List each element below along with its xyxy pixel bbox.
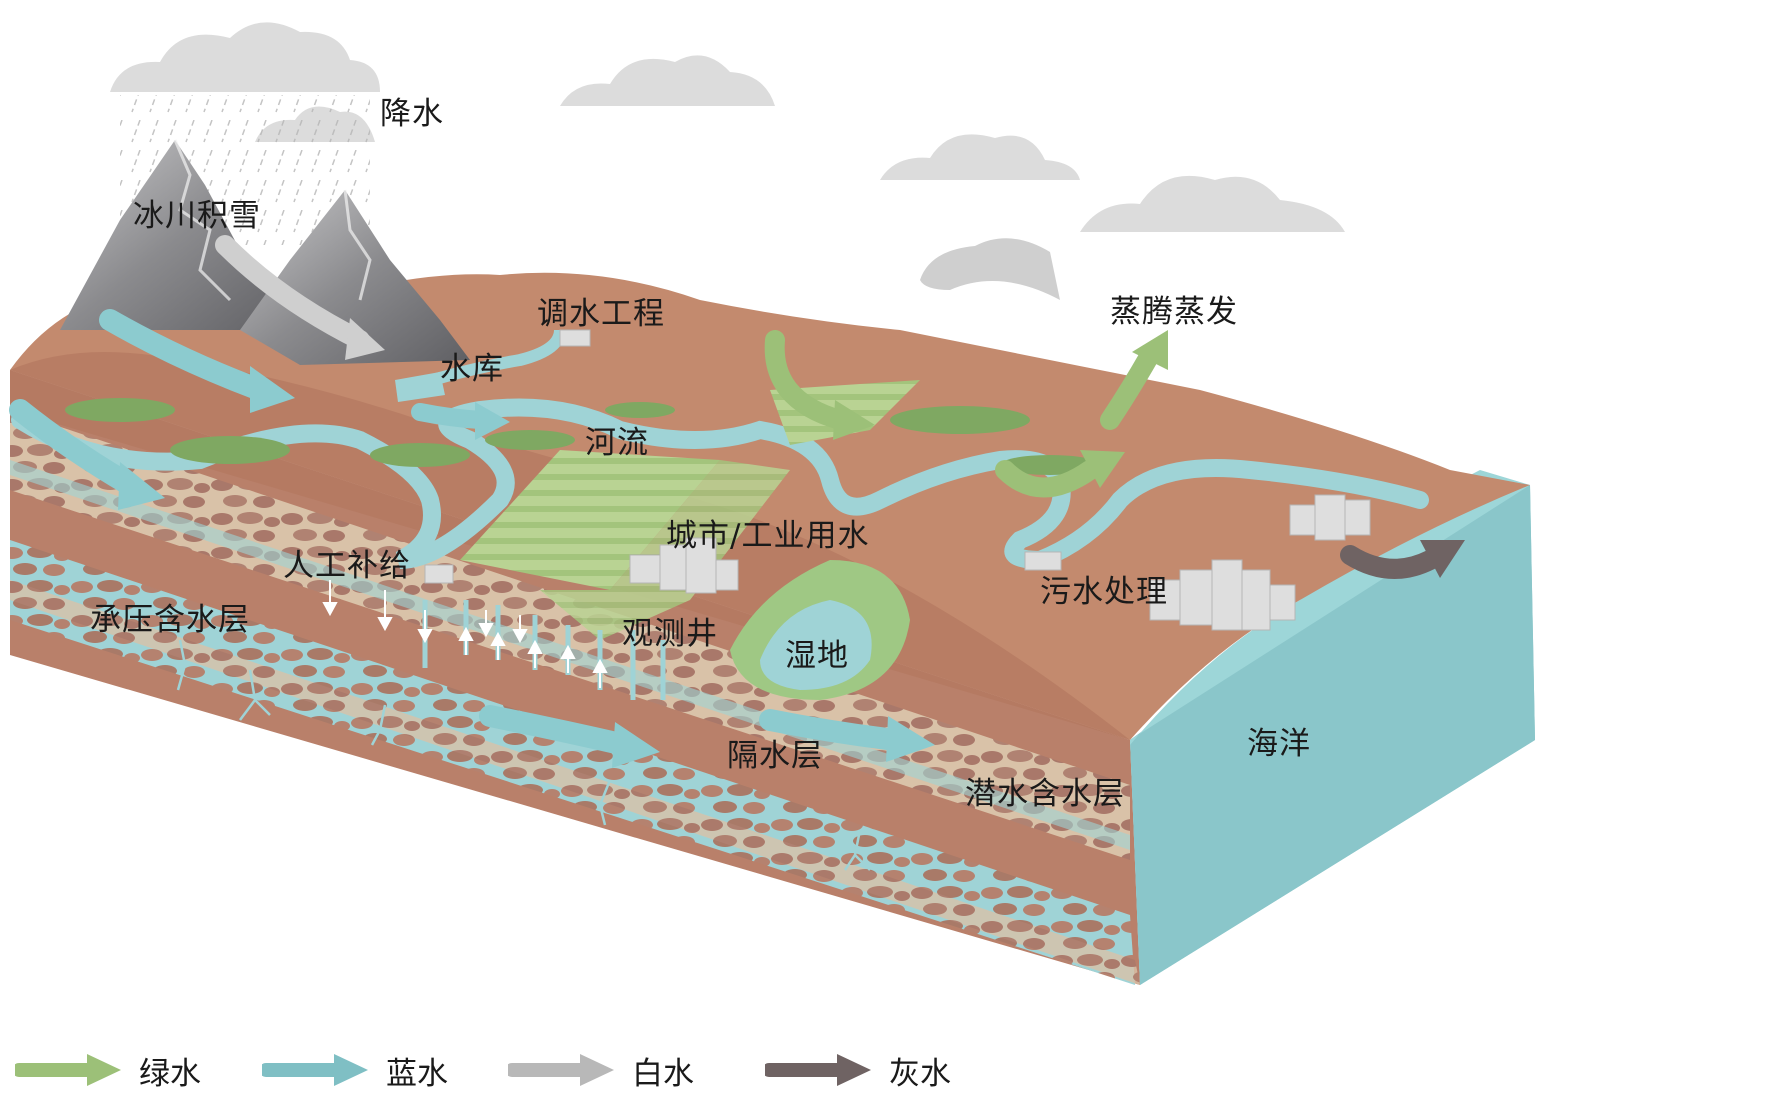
label-glacier-snow: 冰川积雪 (133, 198, 261, 234)
well-flow-arrows (322, 580, 608, 688)
blue-arrow-icon (262, 1054, 368, 1086)
label-aquitard: 隔水层 (727, 738, 823, 774)
label-artificial-recharge: 人工补给 (283, 548, 411, 584)
white-arrow-icon (508, 1054, 614, 1086)
label-ocean: 海洋 (1247, 726, 1311, 762)
label-unconfined-aquifer: 潜水含水层 (965, 776, 1125, 812)
label-sewage-treatment: 污水处理 (1040, 574, 1168, 610)
legend-label: 灰水 (889, 1055, 951, 1092)
legend-label: 绿水 (139, 1055, 201, 1092)
label-precipitation: 降水 (380, 96, 444, 132)
farm-field (460, 450, 720, 590)
label-reservoir: 水库 (440, 351, 504, 387)
label-evapotranspiration: 蒸腾蒸发 (1110, 294, 1238, 330)
label-urban-industrial: 城市/工业用水 (666, 518, 870, 554)
gray-arrow-icon (765, 1054, 871, 1086)
legend-label: 白水 (632, 1055, 694, 1092)
label-water-transfer: 调水工程 (537, 296, 665, 332)
legend-label: 蓝水 (386, 1055, 448, 1092)
mountain-range (60, 139, 470, 365)
cloud-icon (110, 22, 1345, 300)
ground-cracks (176, 639, 871, 871)
green-water-arrows (764, 330, 1168, 498)
gray-water-arrow (1340, 540, 1465, 579)
label-observation-well: 观测井 (622, 616, 718, 652)
land-surface (10, 272, 1530, 740)
white-water-arrows (215, 235, 385, 360)
green-arrow-icon (15, 1054, 121, 1086)
blue-water-arrows (9, 309, 935, 768)
reservoir-water (395, 372, 445, 402)
legend-green-water: 绿水 (15, 1045, 201, 1095)
label-river: 河流 (585, 425, 649, 461)
vegetation-patches (65, 398, 1100, 475)
city-buildings (424, 329, 1371, 631)
legend-white-water: 白水 (508, 1045, 694, 1095)
river-path (11, 398, 1429, 570)
legend-blue-water: 蓝水 (262, 1045, 448, 1095)
label-wetland: 湿地 (785, 638, 849, 674)
legend-gray-water: 灰水 (765, 1045, 951, 1095)
label-confined-aquifer: 承压含水层 (90, 602, 250, 638)
